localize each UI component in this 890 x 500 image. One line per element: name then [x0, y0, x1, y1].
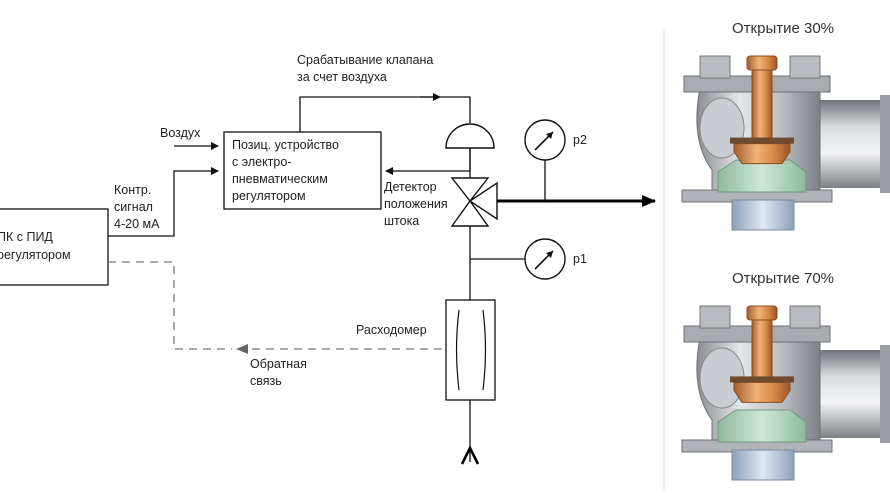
valve-view-title: Открытие 30% [732, 20, 834, 37]
outlet-pipe [820, 100, 890, 188]
actuation-air-line: Срабатывание клапана за счет воздуха [297, 53, 471, 132]
process-pipe [460, 195, 656, 465]
bonnet-right [789, 305, 821, 329]
pressure-gauge-p1: p1 [470, 238, 587, 280]
stem-nut [746, 305, 778, 321]
bonnet-left [699, 55, 731, 79]
feedback-label-1: Обратная [250, 357, 307, 371]
actuator-dome [445, 123, 495, 149]
plug-guide [730, 376, 794, 383]
bonnet-left [699, 305, 731, 329]
outlet-pipe [820, 350, 890, 438]
control-valve-symbol [445, 123, 498, 227]
flowmeter: Расходомер [356, 299, 496, 401]
pressure-gauge-p2: p2 [524, 119, 587, 201]
seat-ring [717, 159, 807, 193]
valve-view-title: Открытие 70% [732, 270, 834, 287]
positioner-label-line3: пневматическим [232, 172, 328, 186]
plug-guide [730, 137, 794, 144]
bonnet-right [789, 55, 821, 79]
actuation-label-1: Срабатывание клапана [297, 53, 433, 67]
valve-view-30: Открытие 30% [681, 20, 890, 231]
air-supply-line: Воздух [160, 126, 219, 150]
stem-detector-label-3: штока [384, 214, 419, 228]
positioner-box: Позиц. устройство с электро- пневматичес… [223, 131, 382, 210]
stem-detector-label-1: Детектор [384, 180, 437, 194]
positioner-label-line4: регулятором [232, 189, 306, 203]
positioner-label-line2: с электро- [232, 155, 291, 169]
valve-view-70: Открытие 70% [681, 270, 890, 481]
stem-feedback-line: Детектор положения штока [384, 148, 471, 228]
stem-detector-label-2: положения [384, 197, 448, 211]
inlet-pipe [731, 199, 795, 231]
control-signal-label-1: Контр. [114, 183, 151, 197]
valve-plug [733, 143, 791, 165]
valve-stem [751, 57, 773, 151]
controller-box: ПК с ПИД регулятором [0, 208, 109, 286]
outlet-flange [880, 345, 890, 443]
inlet-pipe [731, 449, 795, 481]
controller-label-line1: ПК с ПИД [0, 230, 53, 244]
gauge-p2-label: p2 [573, 133, 587, 147]
controller-label-line2: регулятором [0, 248, 71, 262]
positioner-label-line1: Позиц. устройство [232, 138, 339, 152]
actuation-label-2: за счет воздуха [297, 70, 387, 84]
inlet-arrow-icon [460, 445, 480, 465]
outlet-flange [880, 95, 890, 193]
valve-plug [733, 381, 791, 403]
valve-upper-triangle [450, 177, 490, 203]
seat-ring [717, 409, 807, 443]
feedback-arrow-icon [236, 344, 248, 354]
stem-nut [746, 55, 778, 71]
feedback-line: Обратная связь [108, 261, 446, 388]
air-supply-label: Воздух [160, 126, 201, 140]
feedback-label-2: связь [250, 374, 282, 388]
flowmeter-label: Расходомер [356, 323, 427, 337]
control-signal-label-3: 4-20 мА [114, 217, 160, 231]
control-signal-label-2: сигнал [114, 200, 153, 214]
gauge-p1-label: p1 [573, 252, 587, 266]
control-signal-line: Контр. сигнал 4-20 мА [108, 167, 219, 237]
